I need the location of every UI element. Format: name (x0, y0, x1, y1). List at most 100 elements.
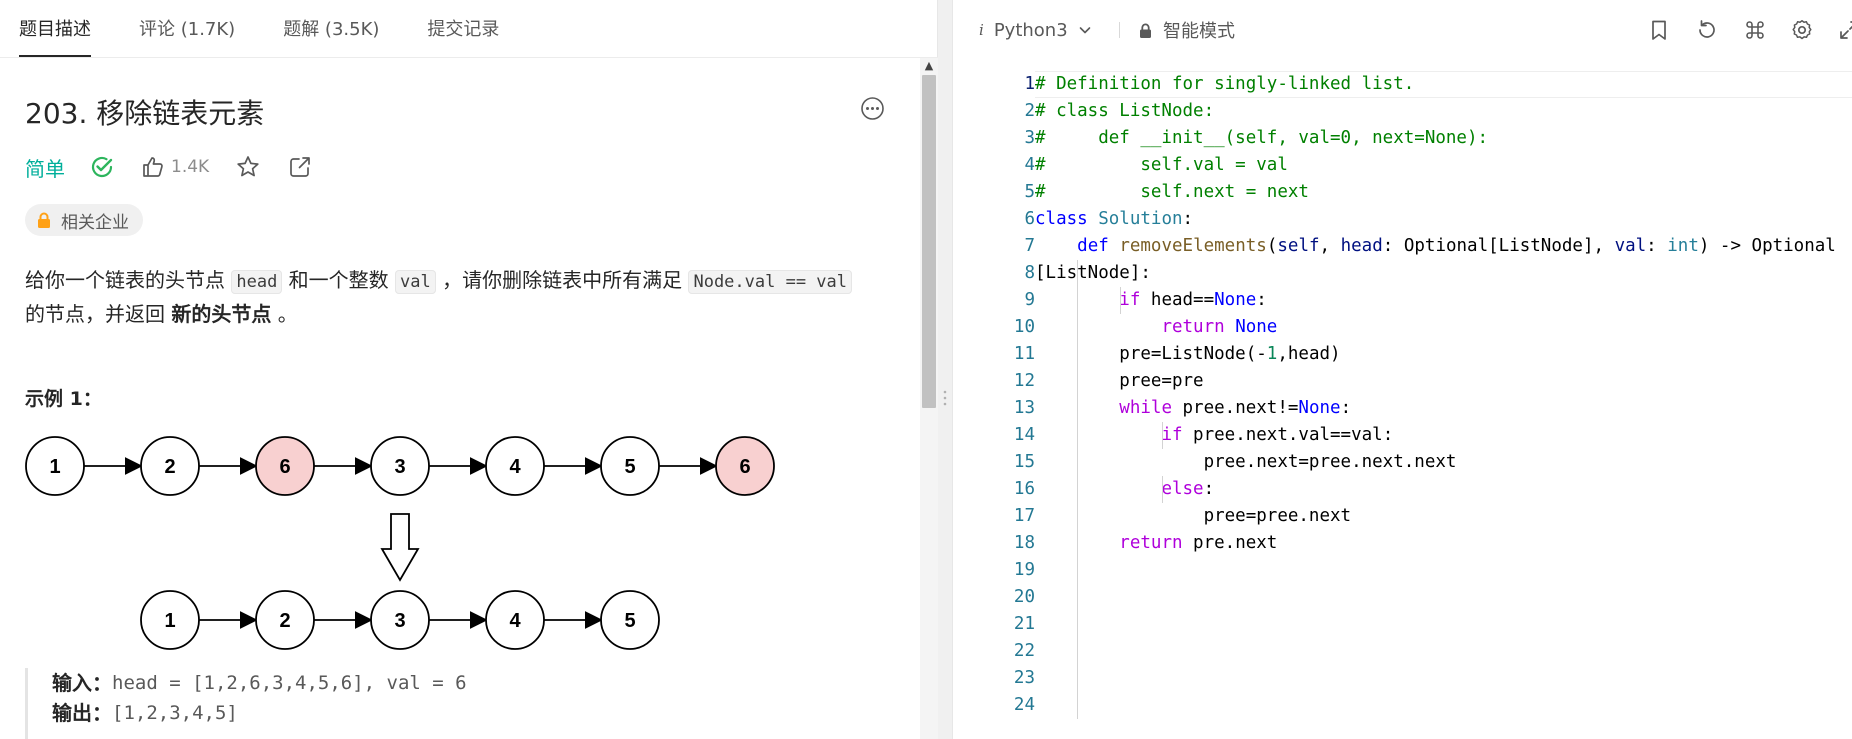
bookmark-icon[interactable] (1647, 18, 1671, 42)
tab-submissions[interactable]: 提交记录 (427, 19, 500, 40)
example-io-block: 输入： head = [1,2,6,3,4,5,6], val = 6 输出： … (25, 668, 895, 739)
result-list-node-label: 5 (624, 610, 635, 632)
transform-arrow (380, 513, 420, 582)
input-label: 输入： (52, 671, 112, 695)
star-icon[interactable] (235, 154, 261, 180)
top-list-node (715, 436, 775, 496)
result-list-node-label: 3 (394, 610, 405, 632)
code-line: def removeElements(self, head: Optional[… (1077, 236, 1836, 256)
code-line: else: (1161, 479, 1215, 499)
current-line-highlight (1035, 71, 1852, 98)
language-label: Python3 (993, 19, 1068, 41)
desc-text-1: 给你一个链表的头节点 (25, 268, 232, 292)
code-line: return pre.next (1119, 533, 1278, 553)
drag-handle-icon[interactable] (943, 390, 947, 410)
description-scrollbar[interactable]: ▲ (920, 58, 938, 739)
reset-icon[interactable] (1695, 18, 1719, 42)
result-list-node (485, 590, 545, 650)
tab-solutions[interactable]: 题解 (3.5K) (283, 19, 380, 40)
top-list-node-label: 2 (164, 456, 175, 478)
top-list-node (600, 436, 660, 496)
output-label: 输出： (52, 701, 112, 725)
line-number: 21 (1013, 614, 1035, 634)
top-list-node-label: 6 (279, 456, 290, 478)
code-line: # class ListNode: (1035, 101, 1215, 121)
top-list-node (140, 436, 200, 496)
code-line: pre=ListNode(-1,head) (1035, 344, 1341, 364)
line-number: 10 (1013, 317, 1035, 337)
more-options-icon[interactable] (860, 96, 885, 121)
settings-gear-icon[interactable] (1790, 18, 1814, 42)
result-list-node (370, 590, 430, 650)
code-line: if pree.next.val==val: (1161, 425, 1394, 445)
indent-guide (1162, 422, 1164, 449)
tab-description[interactable]: 题目描述 (19, 0, 91, 57)
code-line: return None (1161, 317, 1278, 337)
desc-text-3: ，请你删除链表中所有满足 (435, 268, 689, 292)
top-list-node-label: 5 (624, 456, 635, 478)
like-count: 1.4K (171, 157, 210, 177)
code-editor-panel: i Python3 智能模式 (952, 0, 1852, 739)
code-line: # def __init__(self, val=0, next=None): (1035, 128, 1489, 148)
line-number: 14 (1013, 425, 1035, 445)
code-line: pree=pree.next (1035, 506, 1352, 526)
indent-guide (1119, 287, 1121, 314)
top-list-node (255, 436, 315, 496)
code-line: # self.val = val (1035, 155, 1288, 175)
desc-code-head: head (231, 270, 283, 294)
line-number: 1 (1024, 74, 1035, 94)
desc-bold-new-head: 新的头节点 (171, 302, 272, 326)
command-icon[interactable] (1743, 18, 1767, 42)
result-list-node (255, 590, 315, 650)
share-icon[interactable] (287, 154, 313, 180)
problem-meta-row: 简单 1.4K (25, 152, 339, 182)
line-number: 16 (1013, 479, 1035, 499)
code-line: class Solution: (1035, 209, 1194, 229)
result-list-node (140, 590, 200, 650)
line-number: 18 (1013, 533, 1035, 553)
line-number: 22 (1013, 641, 1035, 661)
problem-panel: 题目描述 评论 (1.7K) 题解 (3.5K) 提交记录 203. 移除链表元… (0, 0, 938, 739)
top-list-node (370, 436, 430, 496)
lock-icon (38, 212, 50, 228)
line-number: 13 (1013, 398, 1035, 418)
line-number: 6 (1024, 209, 1035, 229)
panel-splitter[interactable] (938, 0, 952, 739)
result-list-node-label: 2 (279, 610, 290, 632)
example-input-line: 输入： head = [1,2,6,3,4,5,6], val = 6 (52, 668, 895, 698)
smart-mode-label: 智能模式 (1163, 21, 1235, 42)
code-line: while pree.next!=None: (1119, 398, 1352, 418)
line-number: 5 (1024, 182, 1035, 202)
difficulty-badge: 简单 (25, 156, 65, 181)
smart-mode-toggle[interactable]: 智能模式 (1139, 18, 1235, 42)
line-number: 7 (1024, 236, 1035, 256)
line-number: 23 (1013, 668, 1035, 688)
like-button[interactable]: 1.4K (141, 155, 209, 179)
indent-guide (1077, 260, 1079, 719)
expand-icon[interactable] (1837, 18, 1852, 42)
scroll-up-arrow-icon[interactable]: ▲ (924, 59, 934, 72)
line-number: 11 (1013, 344, 1035, 364)
code-area[interactable]: # Definition for singly-linked list.# cl… (1035, 60, 1852, 739)
tab-comments[interactable]: 评论 (1.7K) (139, 19, 236, 40)
result-list-node (600, 590, 660, 650)
top-list-node-label: 4 (509, 456, 521, 478)
related-companies-tag[interactable]: 相关企业 (25, 204, 143, 236)
related-companies-label: 相关企业 (61, 212, 129, 233)
thumbs-up-icon (143, 157, 163, 177)
line-number: 15 (1013, 452, 1035, 472)
desc-text-5: 。 (271, 302, 298, 326)
line-number: 24 (1013, 695, 1035, 715)
scrollbar-thumb[interactable] (922, 75, 936, 408)
solved-check-icon (89, 154, 115, 180)
language-selector[interactable]: i Python3 (979, 18, 1092, 42)
top-list-node (485, 436, 545, 496)
toolbar-divider (1119, 22, 1120, 38)
line-number: 12 (1013, 371, 1035, 391)
output-value: [1,2,3,4,5] (112, 702, 238, 724)
input-value: head = [1,2,6,3,4,5,6], val = 6 (112, 672, 467, 694)
line-number: 4 (1024, 155, 1035, 175)
